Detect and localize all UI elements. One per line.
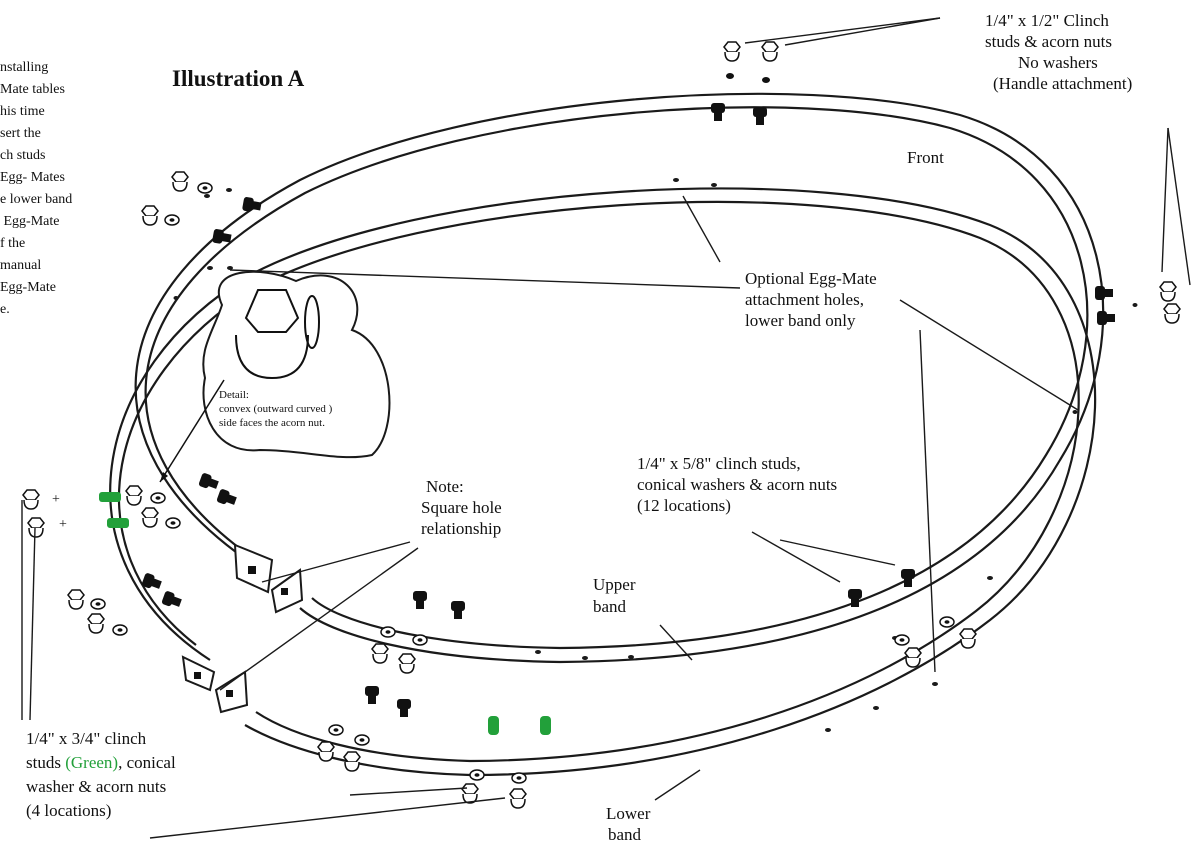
- label-line: Upper: [593, 575, 636, 594]
- label-line: Lower: [606, 804, 651, 823]
- label-line: studs (Green), conical: [26, 752, 176, 773]
- label-line: (12 locations): [637, 496, 731, 515]
- label-text: studs: [26, 753, 66, 772]
- side-note-line: manual: [0, 258, 42, 273]
- lower-band-mid-hardware: [317, 686, 551, 809]
- right-band-hardware: [848, 569, 977, 668]
- label-line: relationship: [421, 519, 502, 538]
- left-green-stud-cluster: + +: [22, 472, 238, 538]
- side-note-line: Egg-Mate: [0, 280, 56, 295]
- svg-text:+: +: [52, 492, 60, 507]
- illustration-title: Illustration A: [172, 66, 305, 91]
- label-line: side faces the acorn nut.: [219, 417, 325, 429]
- label-line: washer & acorn nuts: [26, 777, 167, 796]
- label-line: band: [608, 825, 642, 844]
- side-note-line: f the: [0, 236, 26, 251]
- side-note-line: e.: [0, 302, 10, 317]
- side-note-line: e lower band: [0, 192, 73, 207]
- upper-left-hardware: [141, 171, 263, 246]
- label-line: attachment holes,: [745, 290, 864, 309]
- side-note-line: nstalling: [0, 60, 49, 75]
- label-line: (Handle attachment): [993, 74, 1133, 93]
- label-line: 1/4" x 5/8" clinch studs,: [637, 454, 801, 473]
- label-line: band: [593, 597, 627, 616]
- side-note-line: his time: [0, 104, 45, 119]
- side-note-line: ch studs: [0, 148, 46, 163]
- leader-lines: [21, 17, 1191, 839]
- green-label-text: (Green): [65, 753, 119, 772]
- label-line: 1/4" x 1/2" Clinch: [985, 11, 1109, 30]
- side-note-line: sert the: [0, 126, 41, 141]
- detail-callout: [159, 270, 391, 483]
- handle-studs-top: [711, 41, 779, 125]
- side-note-line: Egg-Mate: [0, 214, 60, 229]
- label-line: Optional Egg-Mate: [745, 269, 877, 288]
- label-line: Square hole: [421, 498, 502, 517]
- label-text: , conical: [118, 753, 176, 772]
- side-note-line: Mate tables: [0, 82, 65, 97]
- label-line: Detail:: [219, 389, 249, 401]
- label-line: studs & acorn nuts: [985, 32, 1113, 51]
- label-line: 1/4" x 3/4" clinch: [26, 729, 147, 748]
- band-end-tabs: [181, 543, 304, 714]
- upper-band-ring: [134, 92, 1105, 664]
- lower-band-ring: [109, 187, 1097, 777]
- band-holes: [173, 178, 1138, 732]
- label-line: (4 locations): [26, 801, 112, 820]
- handle-studs-right: [1095, 281, 1181, 325]
- label-line: convex (outward curved ): [219, 403, 333, 415]
- label-line: lower band only: [745, 311, 856, 330]
- label-line: Note:: [426, 477, 464, 496]
- label-line: conical washers & acorn nuts: [637, 475, 838, 494]
- side-note-line: Egg- Mates: [0, 170, 65, 185]
- label-line: No washers: [1018, 53, 1098, 72]
- front-label: Front: [907, 148, 944, 167]
- svg-text:+: +: [59, 517, 67, 532]
- upper-band-mid-hardware: [371, 591, 465, 674]
